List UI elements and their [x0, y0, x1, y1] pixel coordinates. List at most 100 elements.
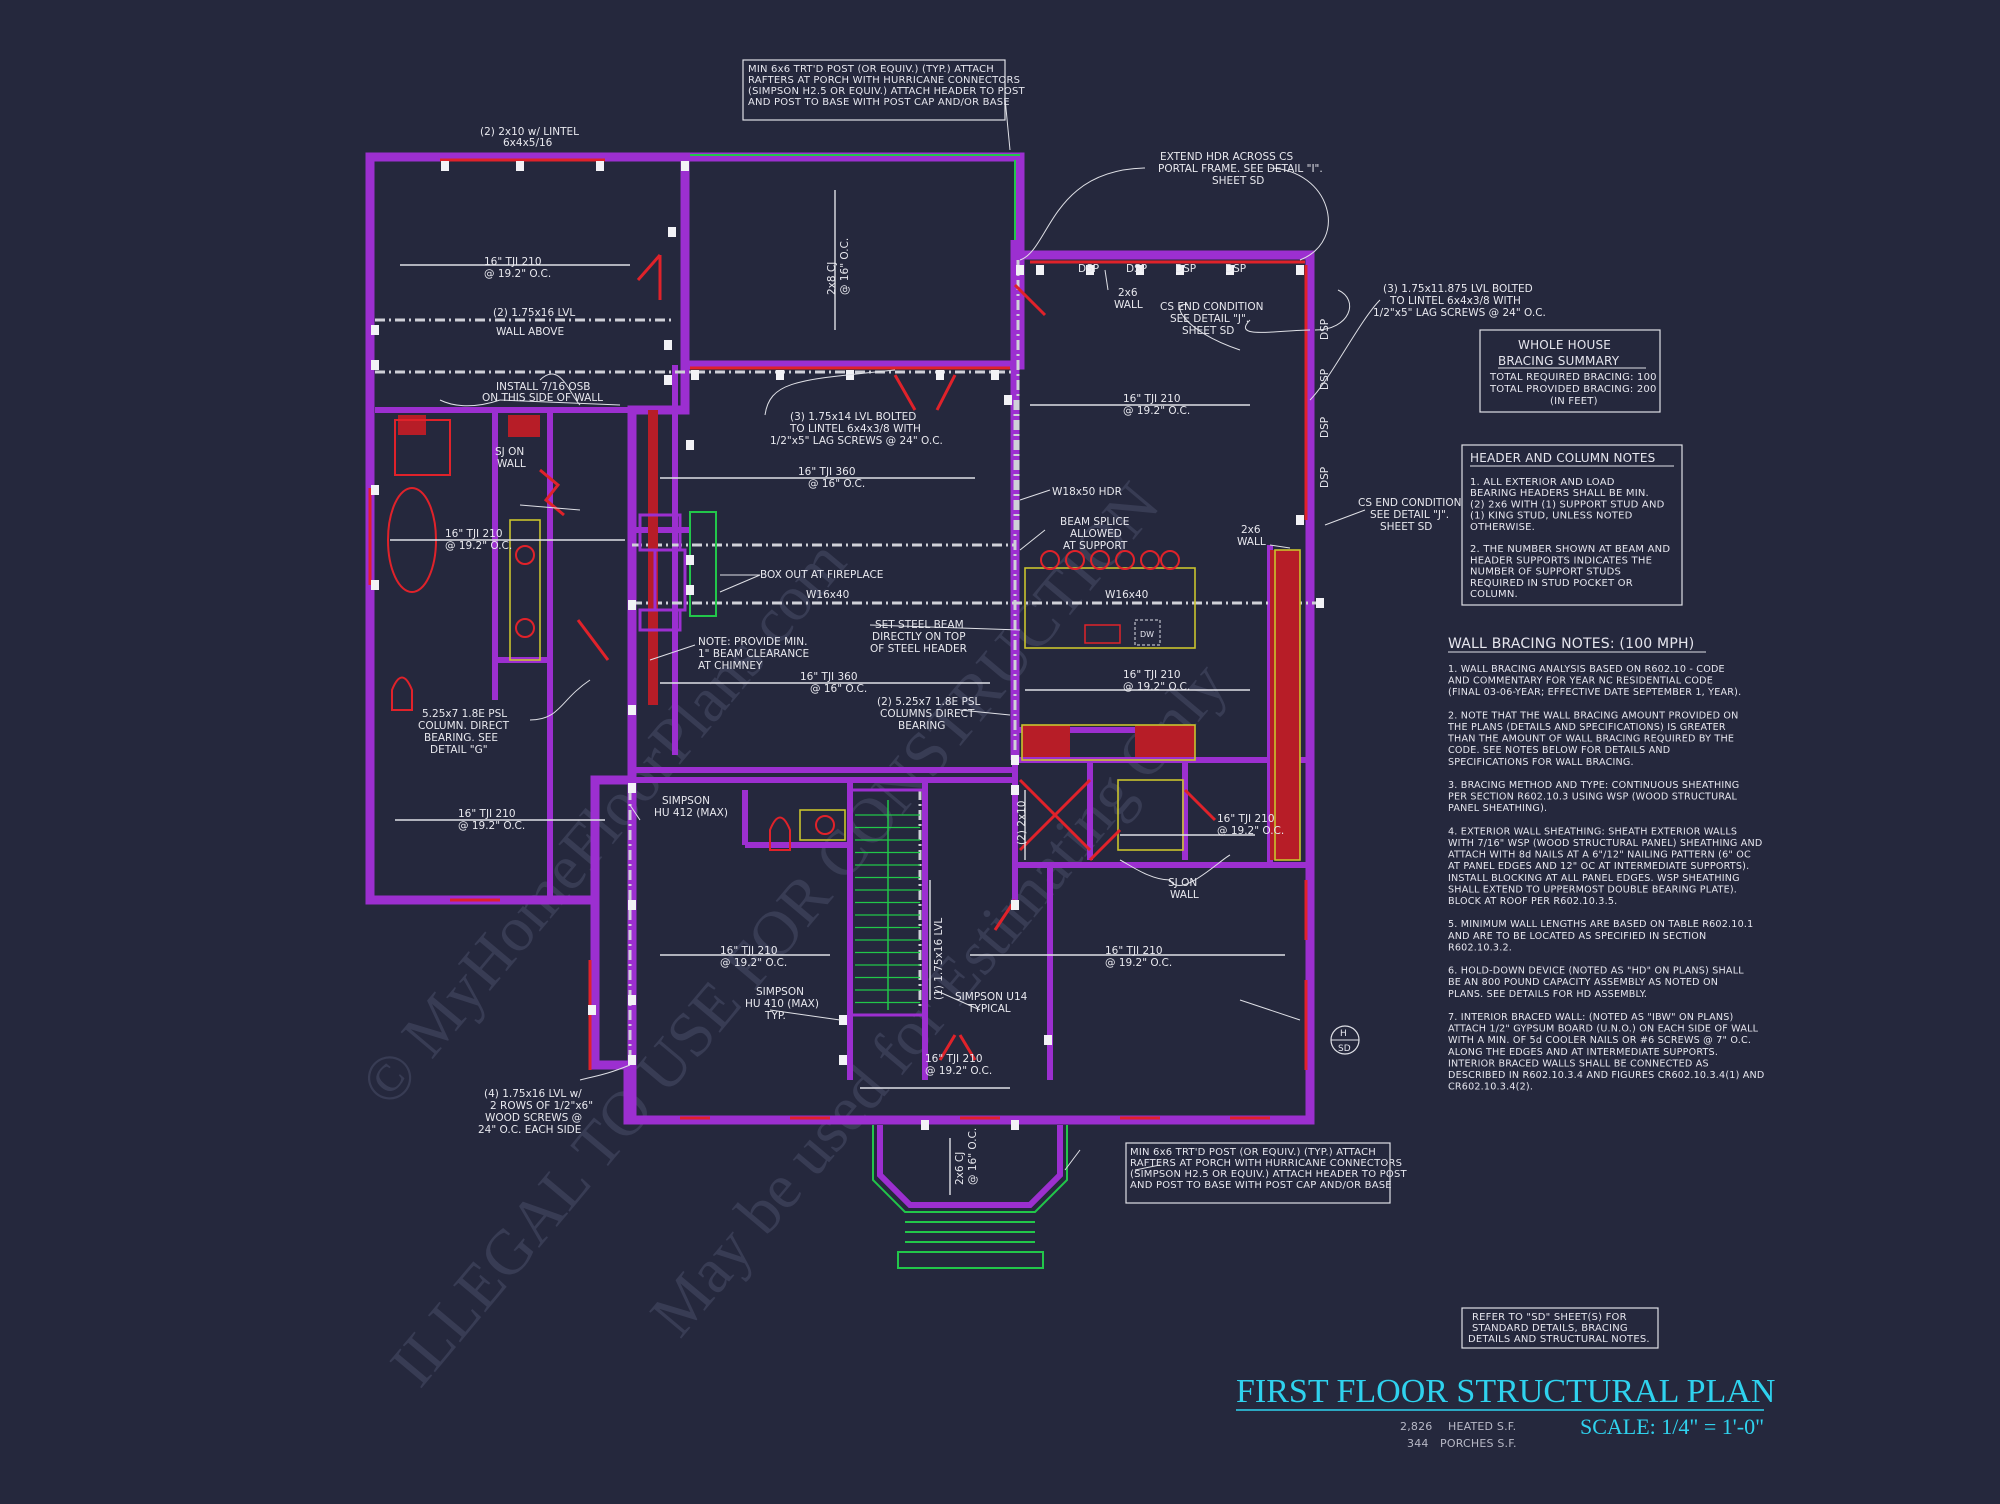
post-marker — [628, 995, 636, 1005]
box-out-label: BOX OUT AT FIREPLACE — [760, 569, 883, 581]
wall-bracing-line: BLOCK AT ROOF PER R602.10.3.5. — [1448, 896, 1617, 907]
whole-house-bracing-box: WHOLE HOUSE BRACING SUMMARY TOTAL REQUIR… — [1479, 329, 1661, 413]
simpson-hu412-b: HU 412 (MAX) — [654, 807, 728, 819]
whb-title-1: WHOLE HOUSE — [1518, 338, 1611, 352]
post-marker — [921, 1120, 929, 1130]
tji-small-b: @ 19.2" O.C. — [1217, 825, 1284, 837]
tji-bc-b: @ 19.2" O.C. — [925, 1065, 992, 1077]
porches-sf-label: PORCHES S.F. — [1440, 1437, 1517, 1450]
wall-2x6-b-1: 2x6 — [1241, 524, 1261, 536]
beam-splice-b: ALLOWED — [1070, 528, 1122, 540]
post-marker — [628, 900, 636, 910]
dsp-4: DSP — [1225, 263, 1246, 275]
lintel-label-2: 6x4x5/16 — [503, 137, 553, 149]
heated-sf-label: HEATED S.F. — [1448, 1420, 1516, 1433]
tji-small-a: 16" TJI 210 — [1217, 813, 1275, 825]
dsp-2: DSP — [1126, 263, 1147, 275]
post-marker — [668, 227, 676, 237]
wall-above-label: WALL ABOVE — [496, 326, 564, 338]
lvl-4-d: 24" O.C. EACH SIDE — [478, 1124, 581, 1136]
post-marker — [936, 370, 944, 380]
post-marker — [596, 161, 604, 171]
holddown-marker: H SD — [1330, 1025, 1360, 1055]
post-note-top: MIN 6x6 TRT'D POST (OR EQUIV.) (TYP.) AT… — [742, 59, 1025, 121]
red-headers — [368, 158, 1308, 1120]
lvl-2-label: (2) 1.75x16 LVL — [493, 307, 575, 319]
extend-hdr-a: EXTEND HDR ACROSS CS — [1160, 151, 1293, 163]
cj-top-a: 2x8 CJ — [826, 262, 838, 295]
cs-end-2-c: SHEET SD — [1380, 521, 1432, 533]
refer-note-2: STANDARD DETAILS, BRACING — [1472, 1323, 1628, 1334]
front-porch — [872, 1125, 1068, 1269]
post-note-bottom-2: RAFTERS AT PORCH WITH HURRICANE CONNECTO… — [1130, 1158, 1402, 1169]
wall-bracing-line: AND COMMENTARY FOR YEAR NC RESIDENTIAL C… — [1448, 676, 1713, 687]
post-markers — [371, 161, 1324, 1130]
tji-1-a: 16" TJI 210 — [484, 256, 542, 268]
wall-bracing-title: WALL BRACING NOTES: (100 MPH) — [1448, 636, 1694, 652]
title-block: FIRST FLOOR STRUCTURAL PLAN SCALE: 1/4" … — [1236, 1373, 1775, 1450]
header-notes-box: HEADER AND COLUMN NOTES 1. ALL EXTERIOR … — [1461, 444, 1683, 606]
chimney-note-c: AT CHIMNEY — [698, 660, 763, 672]
header-notes-line: OTHERWISE. — [1470, 522, 1535, 533]
lvl-bolted-right-b: TO LINTEL 6x4x3/8 WITH — [1389, 295, 1521, 307]
post-note-bottom-4: AND POST TO BASE WITH POST CAP AND/OR BA… — [1130, 1180, 1392, 1191]
door-swings — [539, 254, 1217, 1061]
post-marker — [628, 600, 636, 610]
tji-360-a-1: 16" TJI 360 — [798, 466, 856, 478]
hd-marker-bottom: SD — [1338, 1044, 1351, 1054]
post-marker — [1011, 900, 1019, 910]
tji-210-left-b: @ 19.2" O.C. — [445, 540, 512, 552]
tji-br-b: @ 19.2" O.C. — [1105, 957, 1172, 969]
heated-sf-value: 2,826 — [1400, 1420, 1433, 1433]
post-note-top-1: MIN 6x6 TRT'D POST (OR EQUIV.) (TYP.) AT… — [748, 64, 994, 75]
wall-bracing-line: CR602.10.3.4(2). — [1448, 1082, 1533, 1093]
post-note-bottom-3: (SIMPSON H2.5 OR EQUIV.) ATTACH HEADER T… — [1130, 1169, 1408, 1180]
psl-mid-a: (2) 5.25x7 1.8E PSL — [877, 696, 980, 708]
wall-bracing-line: 4. EXTERIOR WALL SHEATHING: SHEATH EXTER… — [1448, 826, 1737, 837]
post-note-top-2: RAFTERS AT PORCH WITH HURRICANE CONNECTO… — [748, 75, 1020, 86]
lvl-4-c: WOOD SCREWS @ — [485, 1112, 582, 1124]
cs-end-1-a: CS END CONDITION — [1160, 301, 1264, 313]
wall-bracing-line: INTERIOR BRACED WALLS SHALL BE CONNECTED… — [1448, 1058, 1709, 1069]
green-elements — [689, 154, 1020, 617]
post-marker — [686, 585, 694, 595]
osb-a: INSTALL 7/16 OSB — [496, 381, 591, 393]
wall-bracing-line: 6. HOLD-DOWN DEVICE (NOTED AS "HD" ON PL… — [1448, 966, 1744, 977]
w16x40-b-label: W16x40 — [1105, 589, 1148, 601]
post-note-bottom-1: MIN 6x6 TRT'D POST (OR EQUIV.) (TYP.) AT… — [1130, 1147, 1376, 1158]
post-marker — [628, 783, 636, 793]
wall-bracing-line: ATTACH WITH 8d NAILS AT A 6"/12" NAILING… — [1448, 850, 1751, 861]
kitchen: DW — [1021, 549, 1301, 861]
header-notes-line: 1. ALL EXTERIOR AND LOAD — [1470, 477, 1615, 488]
wall-bracing-line: AT PANEL EDGES AND 12" OC AT INTERMEDIAT… — [1448, 861, 1749, 872]
lvl-4-a: (4) 1.75x16 LVL w/ — [484, 1088, 582, 1100]
psl-left-d: DETAIL "G" — [430, 744, 488, 756]
psl-left-b: COLUMN. DIRECT — [418, 720, 510, 732]
post-marker — [1016, 265, 1024, 275]
wall-bracing-line: WITH A MIN. OF 5d COOLER NAILS OR #6 SCR… — [1448, 1035, 1751, 1046]
wall-bracing-line: PANEL SHEATHING). — [1448, 803, 1547, 814]
wall-bracing-line: PLANS. SEE DETAILS FOR HD ASSEMBLY. — [1448, 989, 1647, 1000]
post-marker — [1136, 265, 1144, 275]
tji-360-a-2: @ 16" O.C. — [808, 478, 865, 490]
tji-bl-b: @ 19.2" O.C. — [720, 957, 787, 969]
tji-rm-a: 16" TJI 210 — [1123, 669, 1181, 681]
wall-bracing-notes: WALL BRACING NOTES: (100 MPH) 1. WALL BR… — [1447, 636, 1764, 1093]
whb-line-1: TOTAL REQUIRED BRACING: 100 — [1489, 372, 1657, 383]
cj-porch-b: @ 16" O.C. — [967, 1128, 979, 1185]
lvl-2x10-label: (2) 2x10 — [1016, 801, 1028, 845]
span-arrows — [390, 190, 1285, 1195]
lvl-bolted-mid-c: 1/2"x5" LAG SCREWS @ 24" O.C. — [770, 435, 943, 447]
beam-splice-a: BEAM SPLICE — [1060, 516, 1129, 528]
psl-left-c: BEARING. SEE — [424, 732, 498, 744]
header-notes-line: REQUIRED IN STUD POCKET OR — [1470, 578, 1633, 589]
simpson-hu410-c: TYP. — [764, 1010, 786, 1022]
whb-title-2: BRACING SUMMARY — [1498, 354, 1620, 368]
post-marker — [991, 370, 999, 380]
wall-bracing-line: 2. NOTE THAT THE WALL BRACING AMOUNT PRO… — [1448, 710, 1739, 721]
post-marker — [1036, 265, 1044, 275]
simpson-hu410-a: SIMPSON — [756, 986, 804, 998]
simpson-u14-b: TYPICAL — [967, 1003, 1011, 1015]
cs-end-1-b: SEE DETAIL "J". — [1170, 313, 1249, 325]
